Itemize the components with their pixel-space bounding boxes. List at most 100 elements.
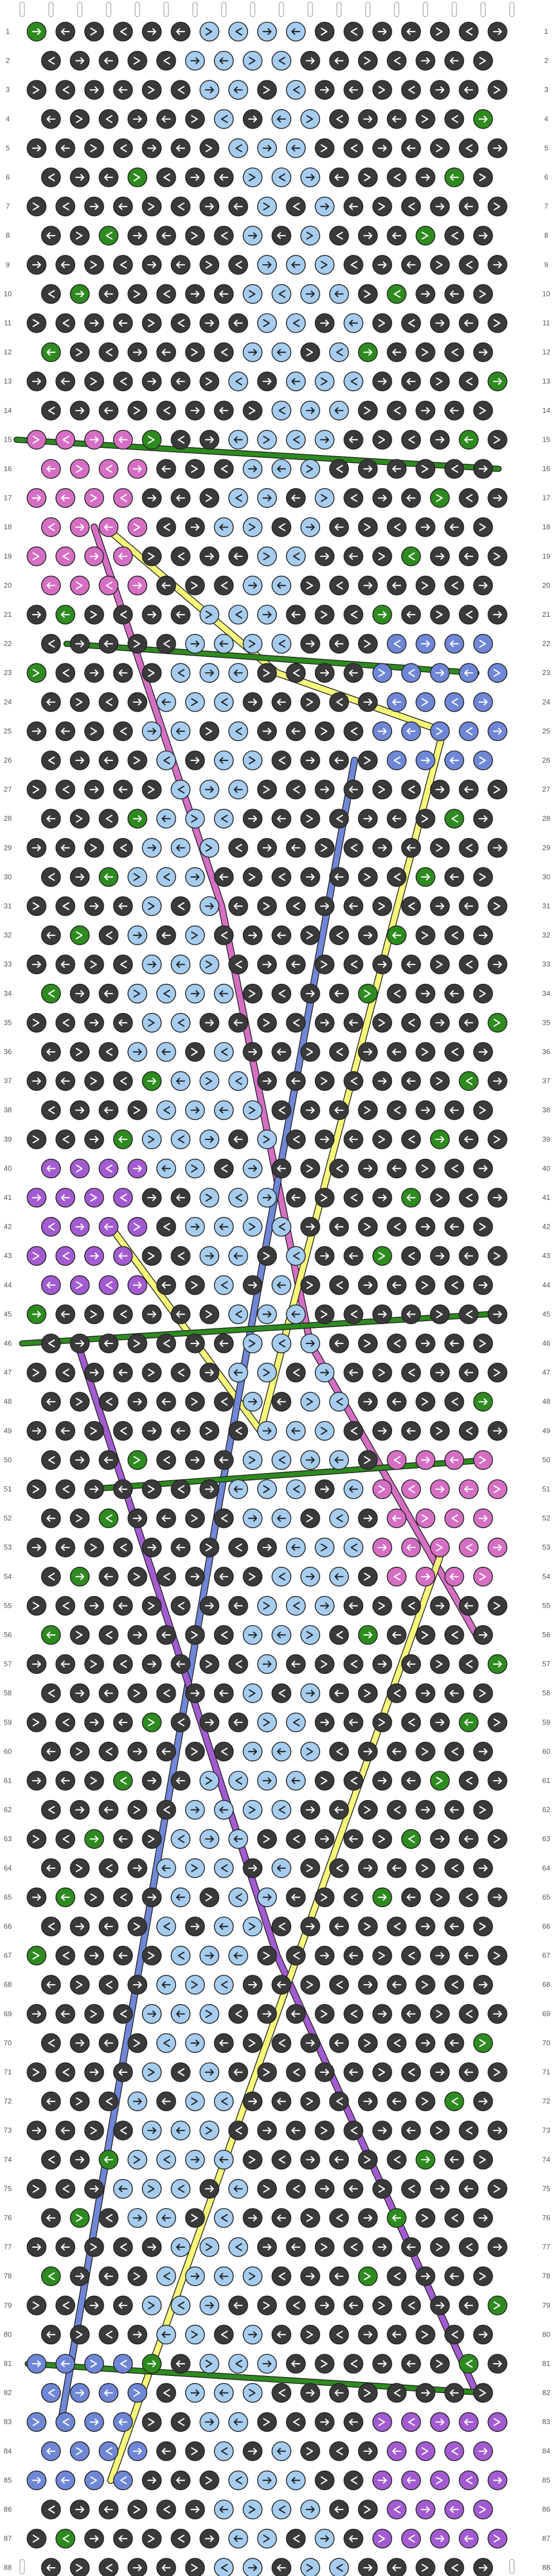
arrow-left-right-icon [62, 319, 70, 328]
knot-circle [142, 80, 162, 100]
knot [99, 517, 119, 538]
knot-circle [199, 2470, 219, 2491]
knot [430, 721, 450, 742]
arrow-right-left-icon [421, 1864, 429, 1872]
row-number-left: 28 [4, 814, 12, 822]
knot [127, 1858, 147, 1878]
arrow-left-icon [276, 1981, 286, 1989]
knot-circle [41, 1916, 61, 1936]
knot-circle [185, 2208, 205, 2228]
arrow-right-left-icon [421, 1747, 429, 1756]
arrow-right-left-icon [147, 2418, 155, 2426]
knot-circle [99, 809, 119, 829]
knot [257, 1129, 277, 1149]
row-number-left: 23 [4, 668, 12, 677]
strand-top-pin [77, 2, 83, 17]
knot [185, 2558, 205, 2576]
knot-circle [473, 50, 493, 71]
arrow-left-right-icon [293, 1485, 300, 1494]
arrow-left-icon [161, 1631, 171, 1639]
knot-circle [113, 1654, 133, 1674]
arrow-left-icon [392, 2564, 402, 2572]
colored-strand [58, 758, 357, 2425]
arrow-left-icon [118, 1369, 128, 1376]
knot-circle [416, 1741, 435, 1762]
row-number-right: 67 [542, 1951, 550, 1960]
knot-circle [401, 2062, 421, 2082]
arrow-left-right-icon [220, 815, 228, 823]
arrow-left-icon [233, 1019, 243, 1026]
arrow-right-icon [493, 378, 502, 385]
arrow-left-right-icon [62, 2534, 70, 2543]
arrow-left-right-icon [62, 1602, 70, 1610]
knot [27, 1362, 47, 1383]
knot-circle [286, 779, 306, 800]
arrow-right-left-icon [147, 785, 155, 794]
knot-circle [127, 867, 147, 887]
knot [300, 1625, 320, 1645]
knot-circle [214, 809, 234, 829]
knot-circle [459, 2120, 479, 2140]
arrow-right-left-icon [479, 640, 486, 648]
arrow-left-icon [46, 465, 56, 473]
arrow-left-right-icon [235, 1427, 243, 1435]
knot-circle [387, 1800, 407, 1820]
knot [343, 2004, 363, 2024]
arrow-right-icon [377, 1777, 387, 1785]
arrow-left-right-icon [220, 2214, 228, 2222]
arrow-left-icon [276, 1748, 286, 1755]
knot-circle [286, 430, 306, 450]
arrow-left-right-icon [336, 464, 343, 473]
knot-circle [286, 80, 306, 100]
arrow-left-icon [348, 2419, 358, 2426]
knot-circle [444, 2441, 464, 2461]
arrow-left-icon [334, 2040, 344, 2047]
knot [214, 1450, 234, 1470]
arrow-right-left-icon [75, 815, 83, 823]
knot [41, 2266, 61, 2287]
arrow-right-icon [420, 1573, 430, 1580]
knot [199, 2354, 219, 2374]
arrow-right-left-icon [90, 2010, 98, 2018]
knot [156, 2441, 176, 2461]
knot [171, 546, 191, 566]
arrow-right-left-icon [191, 464, 198, 473]
arrow-left-right-icon [235, 1077, 243, 1085]
knot-circle [199, 838, 219, 858]
arrow-right-icon [420, 2156, 430, 2163]
knot-circle [142, 779, 162, 800]
knot [99, 1333, 119, 1353]
knot [185, 2266, 205, 2287]
knot [156, 400, 176, 421]
knot-circle [199, 371, 219, 392]
row-number-right: 7 [544, 202, 548, 211]
knot [286, 1188, 306, 1208]
arrow-left-right-icon [451, 232, 459, 240]
knot [401, 1771, 421, 1791]
knot [185, 1333, 205, 1353]
knot [343, 138, 363, 159]
knot [70, 633, 90, 654]
knot [243, 1275, 263, 1295]
knot [55, 896, 75, 916]
knot [358, 1217, 378, 1237]
knot [459, 1537, 479, 1557]
row-number-left: 5 [6, 144, 9, 152]
knot [156, 1625, 176, 1645]
knot [185, 575, 205, 596]
arrow-right-left-icon [75, 232, 83, 240]
arrow-left-icon [334, 2273, 344, 2280]
knot [142, 2470, 162, 2491]
arrow-right-left-icon [248, 873, 256, 881]
knot-circle [99, 1625, 119, 1645]
knot [27, 1713, 47, 1732]
knot-circle [171, 1713, 191, 1732]
arrow-left-right-icon [177, 86, 185, 94]
arrow-right-icon [32, 28, 42, 35]
row-number-right: 69 [542, 2010, 550, 2018]
knot [70, 750, 90, 770]
arrow-right-left-icon [493, 1951, 501, 1960]
arrow-right-icon [262, 2243, 272, 2251]
arrow-left-right-icon [62, 1835, 70, 1843]
arrow-left-right-icon [62, 1368, 70, 1377]
